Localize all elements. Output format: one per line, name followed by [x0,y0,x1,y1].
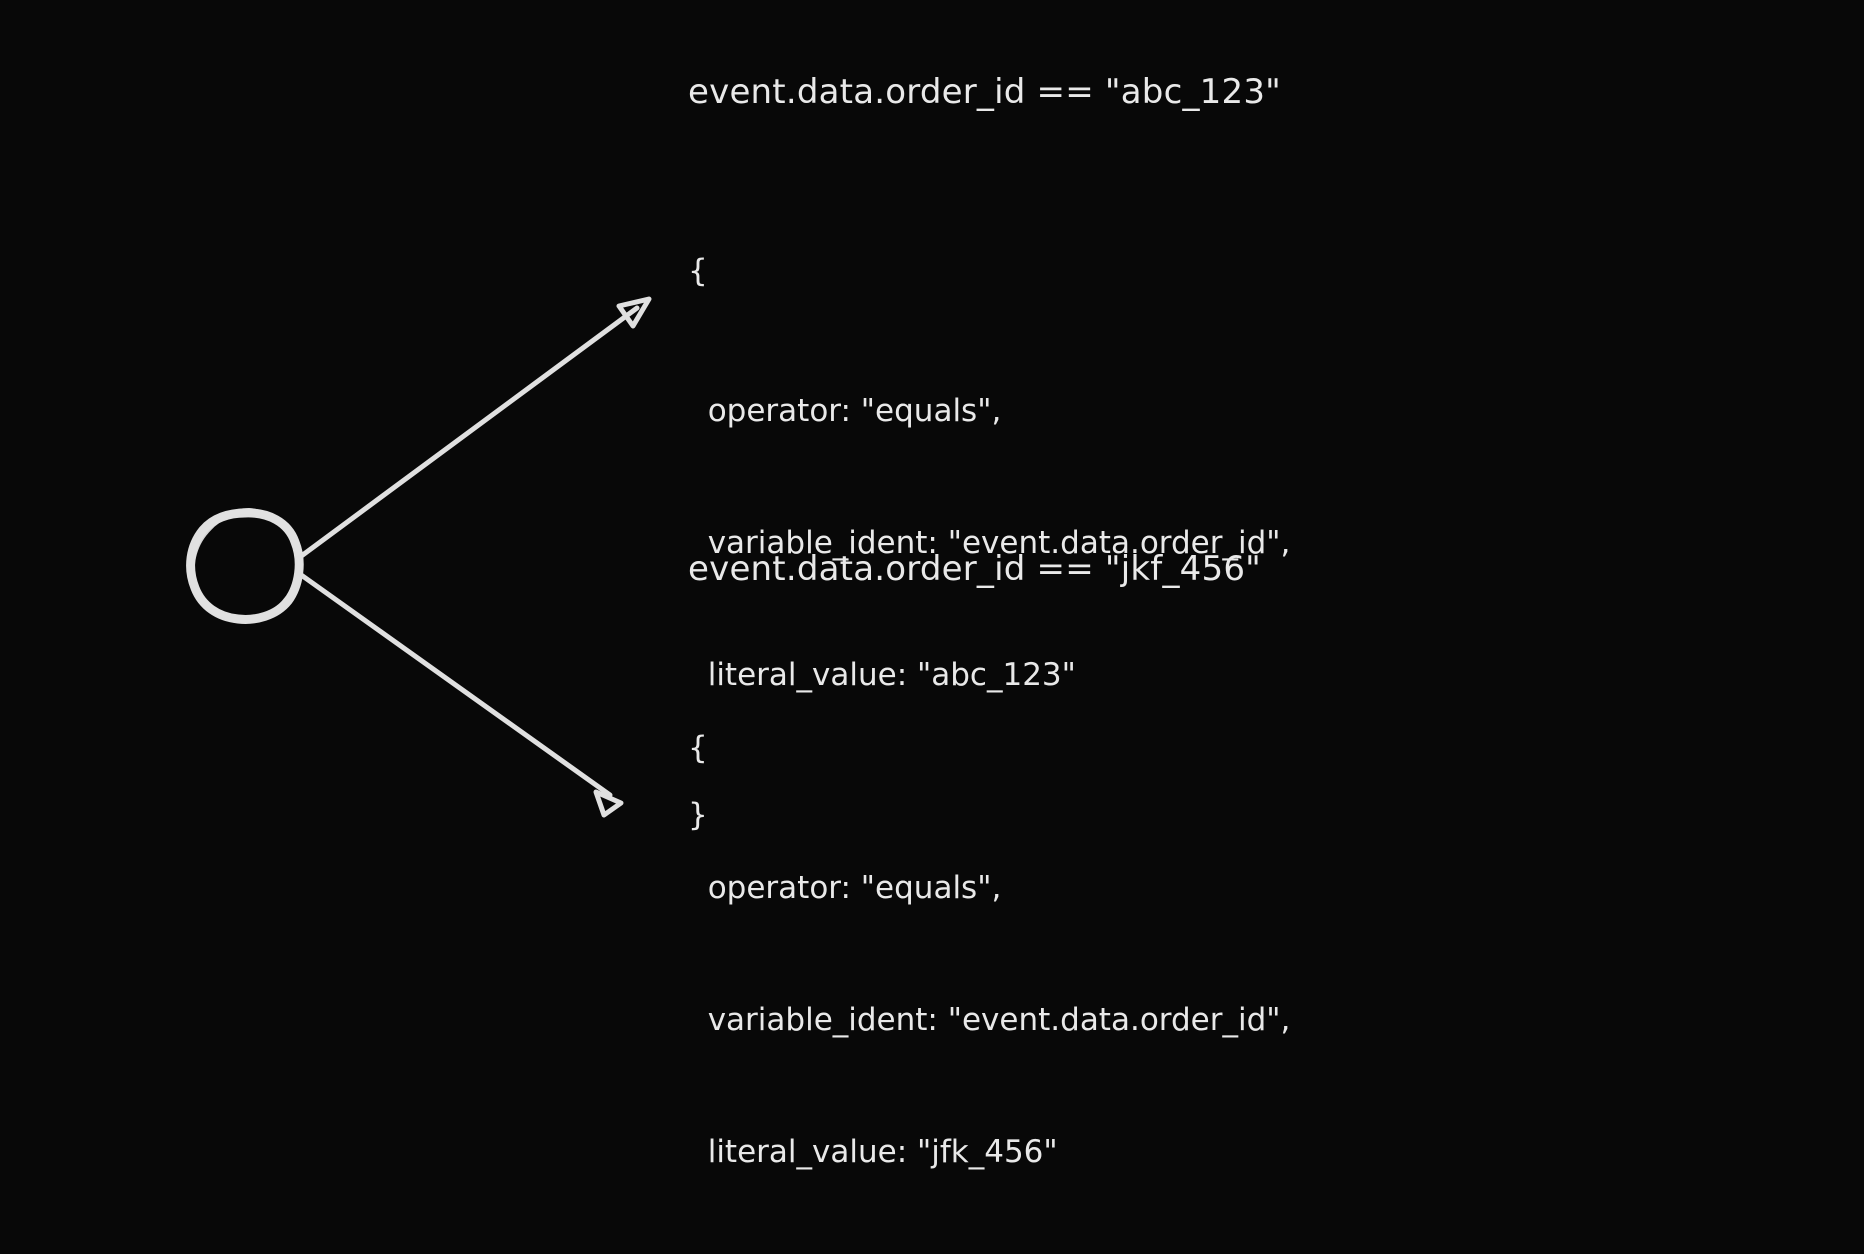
branch-2-block[interactable]: event.data.order_id == "jkf_456" { opera… [688,552,1290,1254]
branch-1-title: event.data.order_id == "abc_123" [688,72,1281,112]
branch-1-code-line-0: { [688,253,708,289]
branch-2-code-line-0: { [688,730,708,766]
branch-2-title: event.data.order_id == "jkf_456" [688,549,1261,589]
branch-1-code[interactable]: { operator: "equals", variable_ident: "e… [688,161,1290,925]
branch-1-code-line-4: } [688,797,708,833]
branch-1-block[interactable]: event.data.order_id == "abc_123" { opera… [688,75,1290,925]
branch-2-spacer [688,586,1290,638]
branch-1-code-line-3: literal_value: "abc_123" [688,657,1076,693]
branch-2-code-line-3: literal_value: "jfk_456" [688,1134,1058,1170]
branch-1-code-line-1: operator: "equals", [688,393,1002,429]
branch-1-code-line-2: variable_ident: "event.data.order_id", [688,525,1291,561]
branch-2-code[interactable]: { operator: "equals", variable_ident: "e… [688,638,1290,1254]
branch-2-code-line-1: operator: "equals", [688,870,1002,906]
branch-2-code-line-2: variable_ident: "event.data.order_id", [688,1002,1291,1038]
branch-1-spacer [688,109,1290,161]
